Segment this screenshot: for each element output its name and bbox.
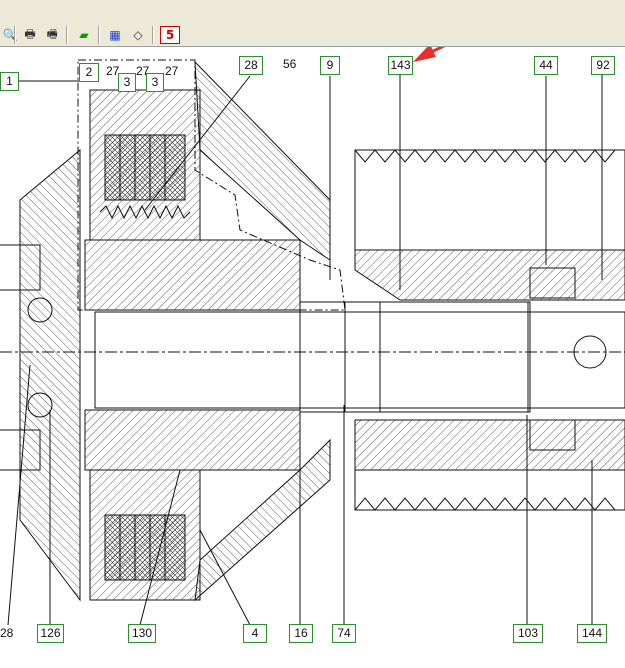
assembly-drawing (0, 47, 625, 626)
part-number-28: 28 (0, 626, 14, 640)
part-label-126[interactable]: 126 (37, 624, 64, 643)
toolbar-separator (98, 26, 100, 44)
magnifier-icon[interactable]: 🔍 (2, 28, 18, 42)
part-label-44[interactable]: 44 (534, 56, 558, 75)
part-label-1[interactable]: 1 (0, 72, 19, 91)
toolbar-separator (152, 26, 154, 44)
part-label-28[interactable]: 28 (239, 56, 263, 75)
part-label-16[interactable]: 16 (289, 624, 313, 643)
blue-grid-icon[interactable]: ▦ (109, 28, 121, 42)
part-label-103[interactable]: 103 (513, 624, 543, 643)
print-preview-icon[interactable]: 🖷 (46, 26, 58, 41)
toolbar-separator (14, 26, 16, 44)
part-number-27: 27 (165, 64, 179, 78)
eraser-icon[interactable]: ◇ (133, 28, 143, 42)
printer-icon[interactable]: 🖶 (24, 26, 36, 41)
part-number-56: 56 (283, 57, 297, 71)
part-label-9[interactable]: 9 (320, 56, 340, 75)
part-number-27: 27 (106, 64, 120, 78)
drawing-canvas: 1 2 27 3 27 3 27 28 56 9 143 44 92 28 12… (0, 47, 625, 668)
part-label-3[interactable]: 3 (118, 73, 136, 92)
part-label-130[interactable]: 130 (128, 624, 156, 643)
part-label-4[interactable]: 4 (243, 624, 267, 643)
toolbar: 🔍 🖶 🖷 ▰ ▦ ◇ 5 (0, 0, 625, 47)
red-export-icon[interactable]: 5 (160, 26, 180, 44)
red-arrow-annotation (424, 47, 446, 57)
part-label-143[interactable]: 143 (388, 56, 413, 75)
part-label-2[interactable]: 2 (79, 63, 99, 82)
part-label-74[interactable]: 74 (332, 624, 356, 643)
part-label-3[interactable]: 3 (146, 73, 164, 92)
green-book-icon[interactable]: ▰ (79, 28, 89, 42)
part-label-144[interactable]: 144 (577, 624, 607, 643)
part-label-92[interactable]: 92 (591, 56, 615, 75)
toolbar-separator (66, 26, 68, 44)
